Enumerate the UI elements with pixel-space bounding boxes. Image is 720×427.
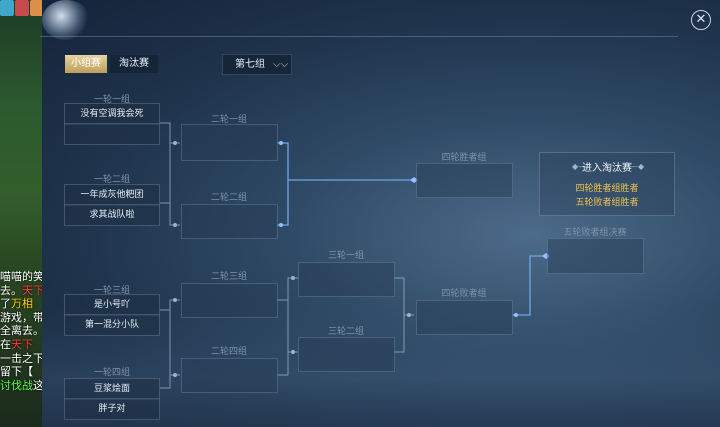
round1-group4-label: 一轮四组 — [93, 368, 130, 378]
moon-decoration — [42, 0, 90, 40]
round2-group2-slot[interactable] — [181, 204, 278, 239]
round1-group4-team2[interactable]: 胖子对 — [64, 398, 160, 420]
chat-line: 喵喵的笑声 — [0, 270, 60, 284]
diamond-left-icon: ◆— — [572, 162, 587, 171]
close-button[interactable]: ✕ — [691, 10, 711, 30]
tab-knockout[interactable]: 淘汰赛 — [110, 55, 158, 73]
round5-loser-final-label: 五轮败者组决赛 — [563, 228, 627, 238]
character-icon — [30, 0, 44, 16]
round1-group2-team2[interactable]: 求其战队啦 — [64, 204, 160, 226]
round1-group2-label: 一轮二组 — [93, 175, 130, 185]
round3-group2-label: 三轮二组 — [327, 327, 364, 337]
chat-segment: 全离去。 — [0, 324, 44, 338]
chevron-down-icon: ⌵⌵ — [273, 59, 289, 70]
chat-segment: 天下 — [11, 337, 33, 351]
chat-segment: 了 — [0, 297, 11, 311]
chat-line: 游戏，带领 — [0, 311, 60, 325]
round1-group1-label: 一轮一组 — [93, 95, 130, 105]
round1-group2-team1[interactable]: 一年成灰他粑团 — [64, 184, 160, 206]
advance-title: 进入淘汰赛 — [582, 163, 632, 174]
round5-loser-final-slot[interactable] — [547, 238, 644, 274]
round1-group1-team1[interactable]: 没有空调我会死 — [64, 103, 160, 125]
round2-group4-label: 二轮四组 — [210, 347, 247, 357]
status-icons — [0, 0, 44, 20]
round2-group3-label: 二轮三组 — [210, 272, 247, 282]
round3-group2-slot[interactable] — [298, 337, 395, 372]
chat-segment: 在 — [0, 337, 11, 351]
group-select-value: 第七组 — [235, 59, 265, 70]
header-divider — [40, 36, 678, 37]
tab-group-stage[interactable]: 小组赛 — [65, 55, 107, 73]
diamond-right-icon: —◆ — [630, 162, 645, 171]
round1-group3-team1[interactable]: 是小号吖 — [64, 294, 160, 316]
round2-group4-slot[interactable] — [181, 358, 278, 393]
chat-segment: 天下 — [22, 283, 44, 297]
advance-line1: 四轮胜者组胜者 — [575, 184, 639, 194]
chat-line: 了万相 — [0, 297, 60, 311]
round2-group2-label: 二轮二组 — [210, 193, 247, 203]
chat-segment: 留下【 — [0, 365, 33, 379]
round1-group4-team1[interactable]: 豆浆烩面 — [64, 378, 160, 400]
chat-segment: 去。 — [0, 283, 22, 297]
chat-segment: 一击之下 — [0, 351, 44, 365]
round1-group3-label: 一轮三组 — [93, 286, 130, 296]
chat-line: 全离去。 — [0, 324, 60, 338]
round1-group1-team2[interactable] — [64, 123, 160, 145]
round2-group3-slot[interactable] — [181, 283, 278, 318]
round2-group1-slot[interactable] — [181, 124, 278, 161]
close-icon: ✕ — [695, 12, 707, 27]
round4-loser-label: 四轮败者组 — [441, 289, 487, 299]
chat-segment: 讨伐战 — [0, 378, 33, 392]
chat-line: 在天下 — [0, 338, 60, 352]
chat-segment: 游戏，带领 — [0, 310, 55, 324]
group-select[interactable]: 第七组 ⌵⌵ — [222, 54, 292, 75]
round1-group3-team2[interactable]: 第一混分小队 — [64, 314, 160, 336]
round3-group1-label: 三轮一组 — [327, 251, 364, 261]
buff-icon — [0, 0, 14, 16]
round4-winner-slot[interactable] — [416, 163, 513, 198]
status-icon — [15, 0, 29, 16]
round2-group1-label: 二轮一组 — [210, 115, 247, 125]
chat-segment: 喵喵的笑声 — [0, 270, 55, 283]
round3-group1-slot[interactable] — [298, 262, 395, 297]
advance-panel: ◆— 进入淘汰赛 —◆ 四轮胜者组胜者 五轮败者组胜者 — [539, 152, 675, 216]
chat-segment: 万相 — [11, 297, 33, 311]
advance-line2: 五轮败者组胜者 — [575, 198, 639, 208]
chat-line: 去。天下 — [0, 284, 60, 298]
round4-winner-label: 四轮胜者组 — [441, 153, 487, 163]
chat-line: 一击之下 — [0, 352, 60, 366]
round4-loser-slot[interactable] — [416, 300, 513, 335]
chat-line: 留下【 — [0, 365, 60, 379]
